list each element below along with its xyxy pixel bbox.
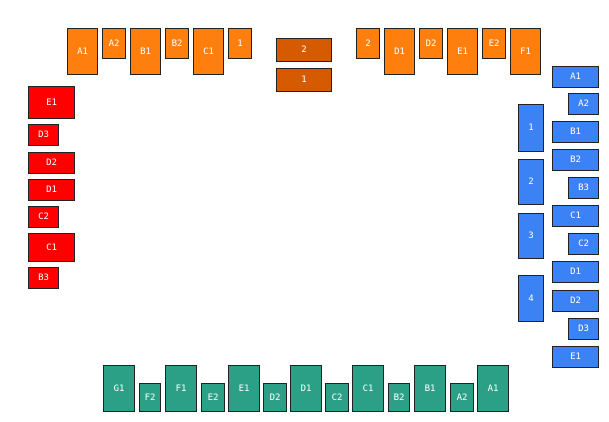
seat-block-top-f1: F1 [510,28,541,75]
seat-block-bottom-g1: G1 [103,365,135,412]
seat-block-right-tall-4: 4 [518,275,544,322]
seat-block-top-d2: D2 [419,28,443,59]
seat-block-right-e1: E1 [552,346,599,368]
seat-block-right-d3: D3 [568,318,599,340]
seat-block-right-c2: C2 [568,233,599,255]
seat-block-top-a2: A2 [102,28,126,59]
seat-block-left-c1: C1 [28,233,75,262]
seat-block-top-b1: B1 [130,28,161,75]
seat-block-bottom-e1: E1 [228,365,260,412]
seat-block-right-tall-1: 1 [518,104,544,152]
seat-block-left-c2: C2 [28,206,59,228]
seat-block-right-b2: B2 [552,149,599,171]
seat-block-right-b1: B1 [552,121,599,143]
seat-block-bottom-d1: D1 [290,365,322,412]
seat-block-top-2-right: 2 [356,28,380,59]
seat-block-bottom-f1: F1 [165,365,197,412]
seat-block-bottom-f2: F2 [139,383,161,412]
seat-block-top-e2: E2 [482,28,506,59]
seat-block-top-d1: D1 [384,28,415,75]
seat-block-top-1-left: 1 [228,28,252,59]
seat-block-bottom-c2: C2 [325,383,349,412]
seat-block-bottom-e2: E2 [201,383,225,412]
seat-block-right-tall-3: 3 [518,213,544,259]
seat-block-top-b2: B2 [165,28,189,59]
seat-block-right-c1: C1 [552,205,599,227]
seat-block-right-d1: D1 [552,261,599,283]
seat-block-right-d2: D2 [552,290,599,312]
seat-block-right-a1: A1 [552,66,599,88]
seat-block-left-d3: D3 [28,124,59,146]
seat-block-top-c1: C1 [193,28,224,75]
seat-block-bottom-d2: D2 [263,383,287,412]
seat-block-right-tall-2: 2 [518,159,544,205]
seat-block-right-b3: B3 [568,177,599,199]
seat-block-bottom-c1: C1 [352,365,384,412]
seat-block-top-e1: E1 [447,28,478,75]
seat-block-left-d2: D2 [28,152,75,174]
seat-block-bottom-b2: B2 [388,383,410,412]
seat-block-bottom-a1: A1 [477,365,509,412]
seat-block-top-a1: A1 [67,28,98,75]
seat-block-center-2: 2 [276,38,332,62]
seat-block-right-a2: A2 [568,93,599,115]
seat-block-left-b3: B3 [28,267,59,289]
seat-block-bottom-b1: B1 [414,365,446,412]
seat-block-bottom-a2: A2 [450,383,474,412]
seat-block-left-e1: E1 [28,86,75,119]
seat-block-center-1: 1 [276,68,332,92]
seat-block-left-d1: D1 [28,179,75,201]
